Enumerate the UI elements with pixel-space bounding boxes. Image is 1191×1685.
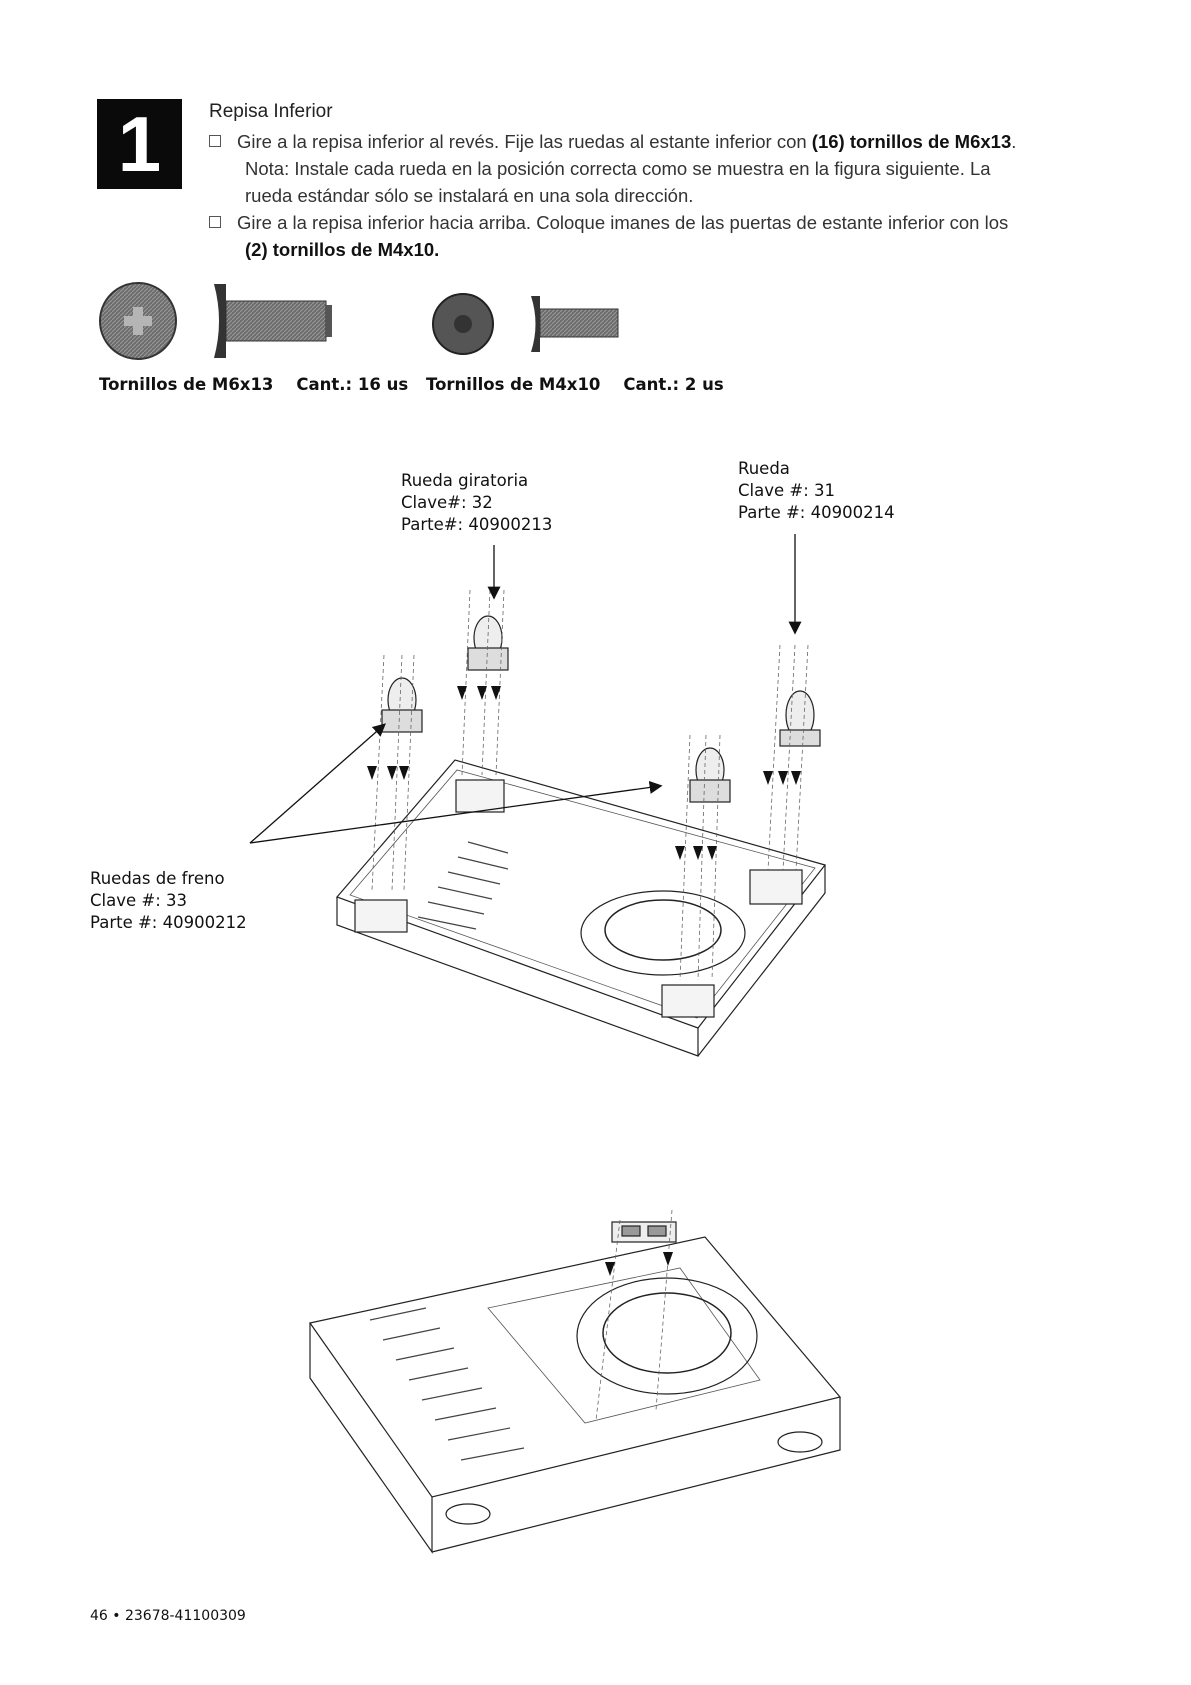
callout-part: Parte#: 40900213 — [401, 515, 553, 534]
step-number-badge: 1 — [97, 99, 182, 189]
hardware-label-m4x10: Tornillos de M4x10 Cant.: 2 us — [426, 375, 724, 394]
instruction-2-screw: tornillos de M4x10. — [272, 239, 440, 260]
instruction-1-note-cont: rueda estándar sólo se instalará en una … — [245, 185, 694, 206]
magnet-guide-lines — [595, 1209, 673, 1421]
section-title: Repisa Inferior — [209, 101, 333, 122]
instruction-2-text: Gire a la repisa inferior hacia arriba. … — [237, 212, 1009, 233]
hardware-name: Tornillos de M6x13 — [99, 375, 274, 394]
magnet-down-arrows — [605, 1252, 673, 1276]
down-arrow-icons — [367, 686, 801, 860]
callout-key: Clave#: 32 — [401, 493, 493, 512]
hardware-label-m6x13: Tornillos de M6x13 Cant.: 16 us — [99, 375, 408, 394]
hardware-qty-label: Cant.: — [623, 375, 680, 394]
screw-m6x13-head-icon — [99, 282, 177, 360]
instruction-2-count: (2) — [245, 239, 268, 260]
assembly-guide-lines — [371, 589, 809, 981]
callout-name: Rueda — [738, 459, 790, 478]
callout-leader-lines — [249, 534, 802, 844]
checkbox-icon — [209, 216, 221, 228]
caster-brake-left-icon — [381, 677, 423, 733]
instruction-1-screw: tornillos de M6x13 — [849, 131, 1012, 152]
page-footer: 46 • 23678-41100309 — [90, 1608, 246, 1624]
shelf-underside-figure — [335, 759, 827, 1057]
door-magnet-icon — [611, 1221, 677, 1243]
shelf-upright-figure — [308, 1236, 842, 1554]
screw-m6x13-body-icon — [214, 284, 332, 358]
hardware-qty: 16 us — [357, 375, 409, 394]
instruction-1-note: Nota: Instale cada rueda en la posición … — [245, 158, 991, 179]
screw-m4x10-head-icon — [432, 293, 494, 355]
caster-brake-right-icon — [689, 747, 731, 803]
instruction-item-1: Gire a la repisa inferior al revés. Fije… — [209, 128, 1089, 209]
callout-part: Parte #: 40900212 — [90, 913, 247, 932]
instruction-1-count: (16) — [811, 131, 845, 152]
callout-part: Parte #: 40900214 — [738, 503, 895, 522]
callout-swivel-caster: Rueda giratoria Clave#: 32 Parte#: 40900… — [401, 470, 552, 536]
caster-rigid-icon — [779, 690, 821, 747]
callout-key: Clave #: 33 — [90, 891, 188, 910]
callout-name: Rueda giratoria — [401, 471, 529, 490]
callout-name: Ruedas de freno — [90, 869, 225, 888]
instruction-1-end: . — [1011, 131, 1017, 152]
instruction-1-text: Gire a la repisa inferior al revés. Fije… — [237, 131, 807, 152]
instruction-2-cont: (2) tornillos de M4x10. — [209, 236, 1089, 263]
screw-m4x10-body-icon — [531, 296, 619, 352]
hardware-qty-label: Cant.: — [296, 375, 353, 394]
callout-wheel: Rueda Clave #: 31 Parte #: 40900214 — [738, 458, 895, 524]
caster-swivel-icon — [467, 615, 509, 671]
callout-key: Clave #: 31 — [738, 481, 836, 500]
checkbox-icon — [209, 135, 221, 147]
instruction-item-2: Gire a la repisa inferior hacia arriba. … — [209, 209, 1089, 263]
callout-brake-casters: Ruedas de freno Clave #: 33 Parte #: 409… — [90, 868, 247, 934]
hardware-name: Tornillos de M4x10 — [426, 375, 601, 394]
hardware-qty: 2 us — [684, 375, 724, 394]
